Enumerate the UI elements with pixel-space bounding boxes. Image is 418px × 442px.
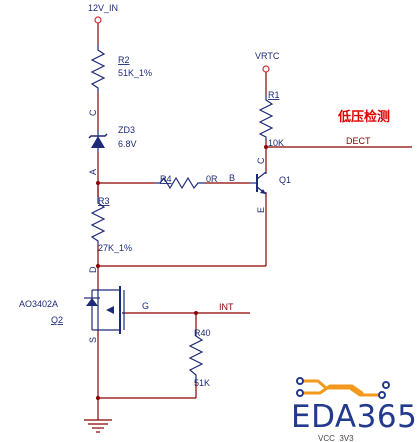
wires <box>97 23 412 420</box>
resistor-r40: R40 51K <box>188 328 211 388</box>
r3-ref: R3 <box>98 196 110 206</box>
pin-s: S <box>88 337 98 343</box>
r40-value: 51K <box>194 378 210 388</box>
q2-part: AO3402A <box>19 299 58 309</box>
eda365-logo: EDA365 VCC_3V3 <box>291 377 417 442</box>
zener-zd3: ZD3 6.8V <box>88 125 137 152</box>
zd3-value: 6.8V <box>118 139 137 149</box>
net-label-int: INT <box>219 302 234 312</box>
resistor-r4: R4 0R <box>155 174 218 190</box>
transistor-q1 <box>250 171 267 195</box>
junction-r40-top <box>194 311 198 315</box>
r4-value: 0R <box>206 174 218 184</box>
net-label-vrtc: VRTC <box>255 51 280 61</box>
pin-g: G <box>142 301 149 311</box>
watermark-vcc-3v3: VCC_3V3 <box>318 434 354 442</box>
eda365-logo-text: EDA365 <box>291 399 417 435</box>
junction-node-a <box>96 181 100 185</box>
junction-dect <box>264 145 268 149</box>
ground-symbol <box>84 419 112 433</box>
pin-c-q1: C <box>256 157 266 164</box>
pin-e: E <box>256 207 266 213</box>
r3-value: 27K_1% <box>98 243 132 253</box>
circuit-trace-icon <box>298 379 384 397</box>
r2-value: 51K_1% <box>118 68 152 78</box>
r1-value: 10K <box>268 138 284 148</box>
r4-ref: R4 <box>160 174 172 184</box>
net-label-12v-in: 12V_IN <box>88 3 118 13</box>
junction-node-d <box>96 264 100 268</box>
pin-c-upper: C <box>88 109 98 116</box>
resistor-r2: R2 51K_1% <box>90 45 152 93</box>
q1-ref: Q1 <box>279 175 291 185</box>
pin-d: D <box>88 266 98 273</box>
pin-b: B <box>229 173 235 183</box>
power-symbol-12v-in: 12V_IN <box>88 3 118 24</box>
r2-ref: R2 <box>118 55 130 65</box>
power-symbol-vrtc: VRTC <box>255 51 280 73</box>
r1-ref: R1 <box>268 90 280 100</box>
r40-ref: R40 <box>194 328 211 338</box>
junction-gnd <box>96 396 100 400</box>
chinese-net-label: 低压检测 <box>337 109 390 125</box>
pin-a: A <box>88 169 98 175</box>
resistor-r1: R1 10K <box>258 90 284 148</box>
junctions <box>96 145 268 400</box>
mosfet-q2 <box>84 286 125 334</box>
q2-ref: Q2 <box>51 315 63 325</box>
zd3-ref: ZD3 <box>118 125 135 135</box>
net-label-dect: DECT <box>346 136 371 146</box>
resistor-r3: R3 27K_1% <box>90 196 132 253</box>
